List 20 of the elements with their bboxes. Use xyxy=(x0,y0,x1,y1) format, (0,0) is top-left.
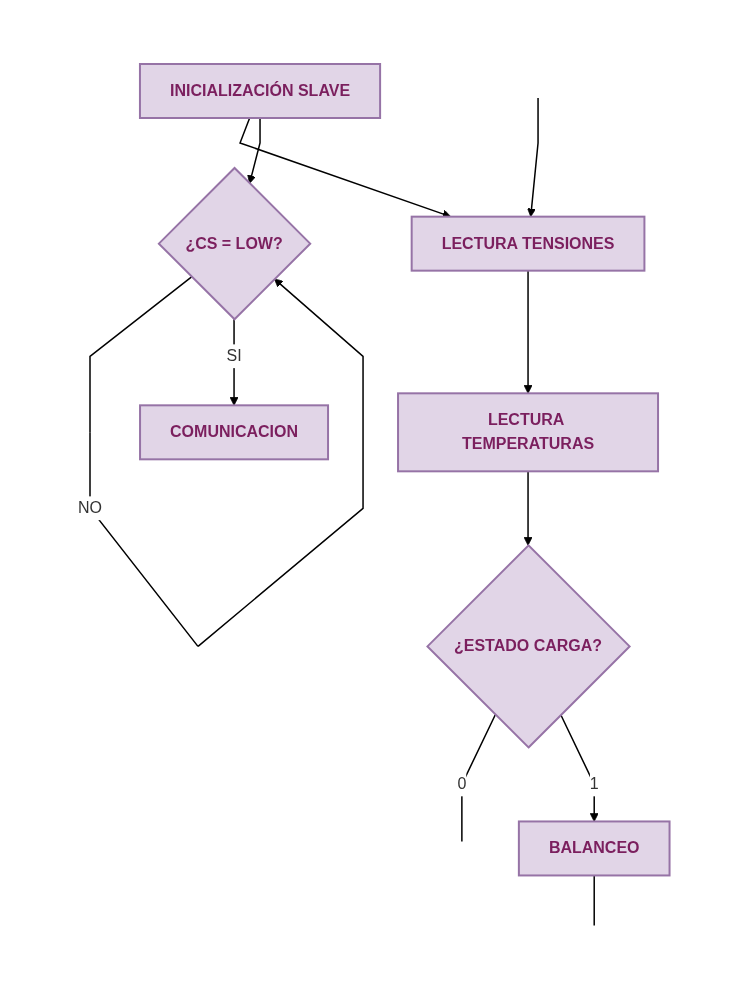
arrow xyxy=(560,713,599,822)
node-box: COMUNICACION xyxy=(139,404,330,461)
edge-label: 1 xyxy=(589,775,599,793)
node-box: BALANCEO xyxy=(518,820,671,877)
arrow xyxy=(239,117,452,218)
arrow xyxy=(247,117,261,184)
edge-label: NO xyxy=(78,499,103,517)
node-box: INICIALIZACIÓN SLAVE xyxy=(139,62,382,119)
arrow xyxy=(527,97,539,217)
node-diamond: ¿ESTADO CARGA? xyxy=(426,543,632,749)
node-box: LECTURA TENSIONES xyxy=(410,215,646,272)
node-diamond: ¿CS = LOW? xyxy=(157,166,312,321)
connector xyxy=(593,874,596,926)
arrow xyxy=(523,269,533,394)
arrow xyxy=(523,470,533,546)
arrow xyxy=(89,275,364,647)
connector xyxy=(461,713,497,842)
node-box: LECTURA TEMPERATURAS xyxy=(397,392,660,473)
edge-label: 0 xyxy=(457,775,467,793)
edge-label: SI xyxy=(226,347,242,365)
